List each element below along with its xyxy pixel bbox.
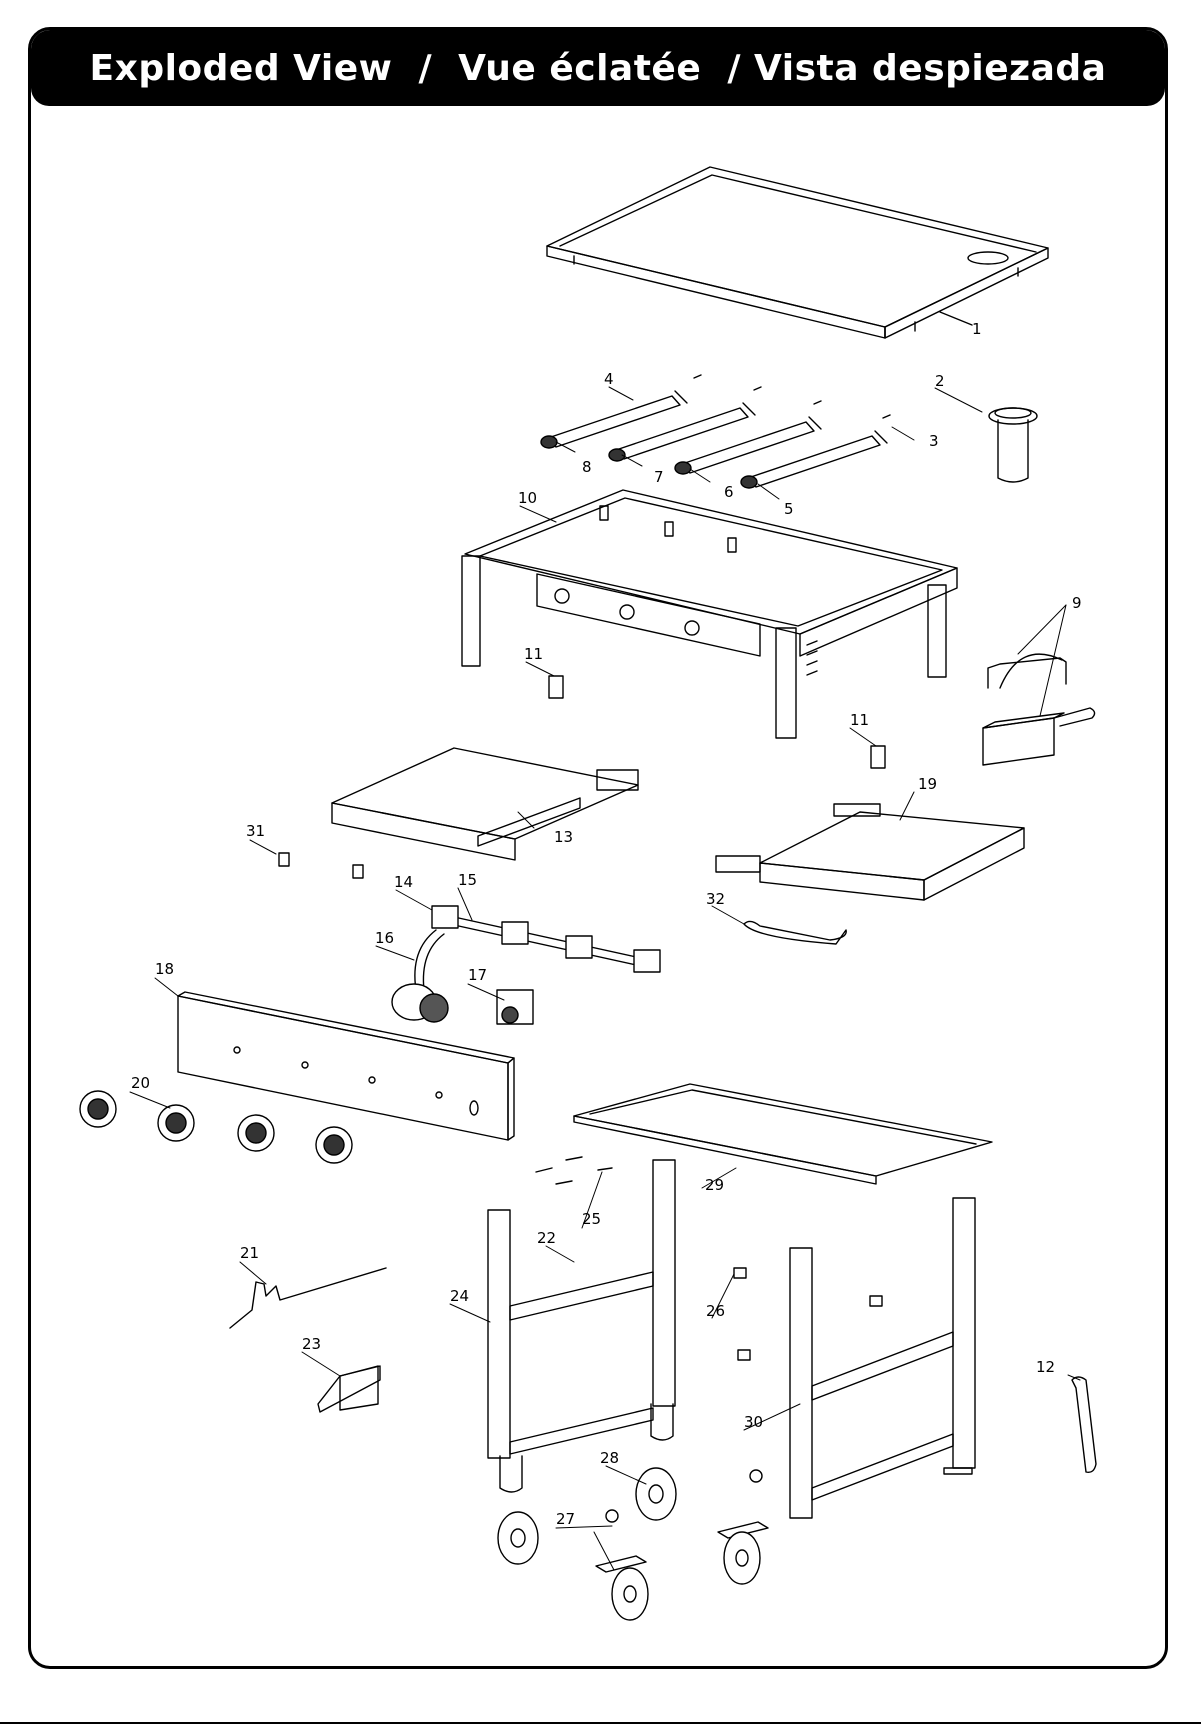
label-14: 14 — [394, 873, 413, 891]
label-8: 8 — [582, 458, 592, 476]
part-griddle-top — [547, 167, 1048, 338]
part-grease-tray — [983, 654, 1095, 765]
label-11-left: 11 — [524, 645, 543, 663]
label-29: 29 — [705, 1176, 724, 1194]
part-control-knobs — [80, 1091, 352, 1163]
part-igniter-wire — [230, 1268, 386, 1328]
label-11-right: 11 — [850, 711, 869, 729]
label-17: 17 — [468, 966, 487, 984]
page-bottom-rule — [0, 1722, 1201, 1724]
label-19: 19 — [918, 775, 937, 793]
label-1: 1 — [972, 320, 982, 338]
label-18: 18 — [155, 960, 174, 978]
label-9: 9 — [1072, 594, 1082, 612]
part-right-shelf — [716, 804, 1024, 900]
part-igniter — [497, 990, 533, 1024]
label-7: 7 — [654, 468, 664, 486]
part-left-shelf — [332, 748, 638, 860]
label-22: 22 — [537, 1229, 556, 1247]
part-right-leg-frame — [790, 1198, 975, 1518]
part-bolts — [536, 1157, 612, 1184]
part-manifold — [432, 906, 660, 972]
part-control-panel — [178, 992, 514, 1140]
label-27: 27 — [556, 1510, 575, 1528]
label-25: 25 — [582, 1210, 601, 1228]
part-tool-hook — [1072, 1377, 1096, 1472]
label-30: 30 — [744, 1413, 763, 1431]
part-regulator — [392, 930, 448, 1022]
part-clip — [279, 853, 289, 866]
part-grease-cup — [989, 408, 1037, 482]
part-firebox-frame — [462, 490, 957, 738]
label-26: 26 — [706, 1302, 725, 1320]
part-wheels — [498, 1468, 676, 1564]
label-23: 23 — [302, 1335, 321, 1353]
part-bottom-shelf — [574, 1084, 992, 1184]
label-3: 3 — [929, 432, 939, 450]
part-tank-bracket — [318, 1366, 380, 1412]
label-13: 13 — [554, 828, 573, 846]
label-4: 4 — [604, 370, 614, 388]
label-28: 28 — [600, 1449, 619, 1467]
label-10: 10 — [518, 489, 537, 507]
label-20: 20 — [131, 1074, 150, 1092]
part-brackets — [549, 676, 885, 768]
part-casters — [596, 1470, 768, 1620]
label-2: 2 — [935, 372, 945, 390]
label-5: 5 — [784, 500, 794, 518]
label-16: 16 — [375, 929, 394, 947]
label-12: 12 — [1036, 1358, 1055, 1376]
label-15: 15 — [458, 871, 477, 889]
label-24: 24 — [450, 1287, 469, 1305]
label-31: 31 — [246, 822, 265, 840]
label-6: 6 — [724, 483, 734, 501]
part-burners — [541, 375, 890, 488]
label-21: 21 — [240, 1244, 259, 1262]
part-handle — [744, 921, 846, 944]
label-32: 32 — [706, 890, 725, 908]
